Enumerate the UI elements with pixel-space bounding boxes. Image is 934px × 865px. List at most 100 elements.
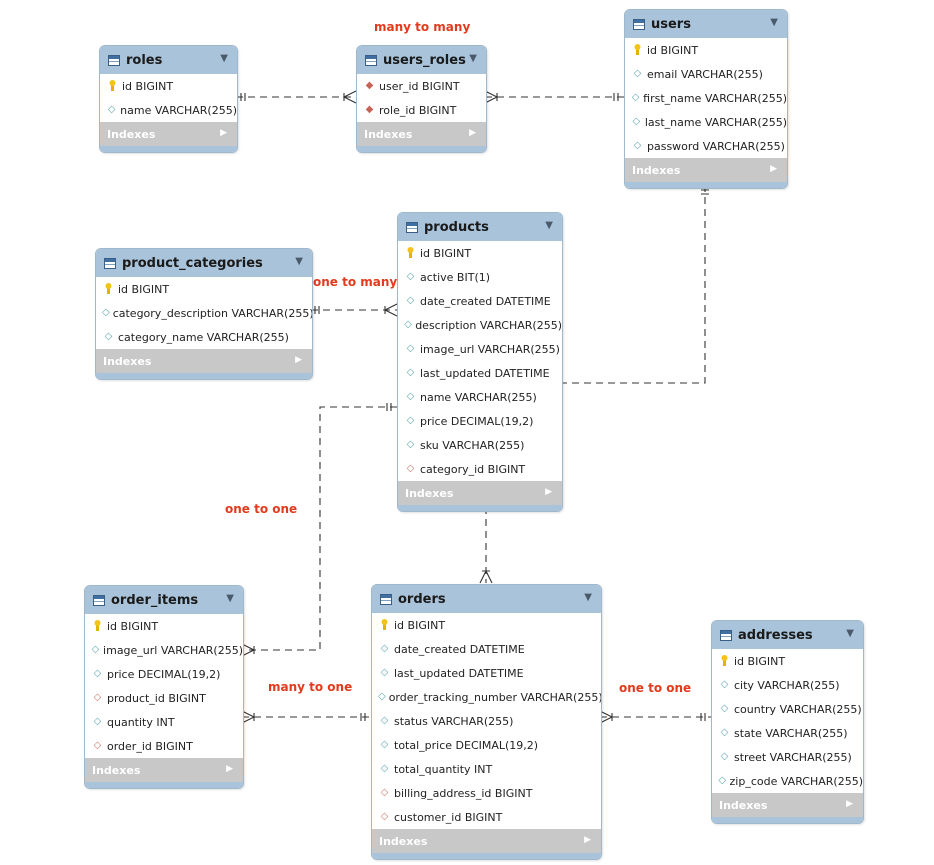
relation-roles-users-roles xyxy=(236,90,357,104)
column-row[interactable]: ◇street VARCHAR(255) xyxy=(712,745,863,769)
dropdown-triangle-icon[interactable]: ▼ xyxy=(469,53,477,64)
dropdown-triangle-icon[interactable]: ▼ xyxy=(584,592,592,603)
table-header[interactable]: users▼ xyxy=(625,10,787,38)
table-icon xyxy=(104,257,116,269)
column-text: description VARCHAR(255) xyxy=(415,318,562,332)
table-header[interactable]: roles▼ xyxy=(100,46,237,74)
table-product-categories[interactable]: product_categories▼id BIGINT◇category_de… xyxy=(95,248,313,380)
indexes-section[interactable]: Indexes▶ xyxy=(398,481,562,505)
table-header[interactable]: orders ▼ xyxy=(372,585,601,613)
column-row[interactable]: ◇customer_id BIGINT xyxy=(372,805,601,829)
column-row[interactable]: ◇image_url VARCHAR(255) xyxy=(85,638,243,662)
column-row[interactable]: ◇last_name VARCHAR(255) xyxy=(625,110,787,134)
indexes-section[interactable]: Indexes▶ xyxy=(85,758,243,782)
indexes-label: Indexes xyxy=(107,127,156,141)
column-text: date_created DATETIME xyxy=(394,642,525,656)
table-users-roles[interactable]: users_roles▼◆user_id BIGINT◆role_id BIGI… xyxy=(356,45,487,153)
column-row[interactable]: ◇status VARCHAR(255) xyxy=(372,709,601,733)
column-row[interactable]: id BIGINT xyxy=(100,74,237,98)
table-header[interactable]: addresses▼ xyxy=(712,621,863,649)
column-row[interactable]: ◇total_quantity INT xyxy=(372,757,601,781)
column-row[interactable]: ◇price DECIMAL(19,2) xyxy=(85,662,243,686)
column-row[interactable]: ◇email VARCHAR(255) xyxy=(625,62,787,86)
field-icon: ◇ xyxy=(406,439,415,450)
dropdown-triangle-icon[interactable]: ▼ xyxy=(226,593,234,604)
column-row[interactable]: ◇sku VARCHAR(255) xyxy=(398,433,562,457)
column-row[interactable]: ◇product_id BIGINT xyxy=(85,686,243,710)
column-row[interactable]: ◇price DECIMAL(19,2) xyxy=(398,409,562,433)
indexes-section[interactable]: Indexes▶ xyxy=(372,829,601,853)
column-row[interactable]: ◇order_id BIGINT xyxy=(85,734,243,758)
column-row[interactable]: ◇date_created DATETIME xyxy=(372,637,601,661)
expand-arrow-icon[interactable]: ▶ xyxy=(295,355,302,365)
column-row[interactable]: ◇password VARCHAR(255) xyxy=(625,134,787,158)
field-icon: ◇ xyxy=(406,271,415,282)
expand-arrow-icon[interactable]: ▶ xyxy=(545,487,552,497)
table-products[interactable]: products▼id BIGINT◇active BIT(1)◇date_cr… xyxy=(397,212,563,512)
indexes-section[interactable]: Indexes▶ xyxy=(96,349,312,373)
column-row[interactable]: ◇description VARCHAR(255) xyxy=(398,313,562,337)
expand-arrow-icon[interactable]: ▶ xyxy=(770,164,777,174)
column-row[interactable]: ◇last_updated DATETIME xyxy=(398,361,562,385)
column-text: email VARCHAR(255) xyxy=(647,67,763,81)
expand-arrow-icon[interactable]: ▶ xyxy=(846,799,853,809)
column-row[interactable]: ◇name VARCHAR(255) xyxy=(100,98,237,122)
table-header[interactable]: users_roles▼ xyxy=(357,46,486,74)
column-row[interactable]: ◇image_url VARCHAR(255) xyxy=(398,337,562,361)
table-orders[interactable]: orders ▼ id BIGINT◇date_created DATETIME◇l… xyxy=(371,584,602,860)
column-row[interactable]: ◇name VARCHAR(255) xyxy=(398,385,562,409)
column-row[interactable]: id BIGINT xyxy=(96,277,312,301)
column-row[interactable]: id BIGINT xyxy=(85,614,243,638)
column-row[interactable]: ◇city VARCHAR(255) xyxy=(712,673,863,697)
table-users[interactable]: users▼id BIGINT◇email VARCHAR(255)◇first… xyxy=(624,9,788,189)
column-row[interactable]: ◇active BIT(1) xyxy=(398,265,562,289)
indexes-section[interactable]: Indexes ▶ xyxy=(100,122,237,146)
column-row[interactable]: ◇order_tracking_number VARCHAR(255) xyxy=(372,685,601,709)
expand-arrow-icon[interactable]: ▶ xyxy=(584,835,591,845)
expand-arrow-icon[interactable]: ▶ xyxy=(226,764,233,774)
table-header[interactable]: product_categories▼ xyxy=(96,249,312,277)
dropdown-triangle-icon[interactable]: ▼ xyxy=(545,220,553,231)
column-row[interactable]: ◇total_price DECIMAL(19,2) xyxy=(372,733,601,757)
column-row[interactable]: ◇first_name VARCHAR(255) xyxy=(625,86,787,110)
column-row[interactable]: id BIGINT xyxy=(372,613,601,637)
indexes-section[interactable]: Indexes▶ xyxy=(357,122,486,146)
column-row[interactable]: ◇last_updated DATETIME xyxy=(372,661,601,685)
indexes-section[interactable]: Indexes▶ xyxy=(712,793,863,817)
column-text: customer_id BIGINT xyxy=(394,810,503,824)
dropdown-triangle-icon[interactable]: ▼ xyxy=(770,17,778,28)
column-text: category_description VARCHAR(255) xyxy=(112,306,313,320)
table-footer xyxy=(398,505,562,511)
indexes-section[interactable]: Indexes▶ xyxy=(625,158,787,182)
expand-arrow-icon[interactable]: ▶ xyxy=(469,128,476,138)
expand-arrow-icon[interactable]: ▶ xyxy=(220,128,227,138)
column-row[interactable]: ◇state VARCHAR(255) xyxy=(712,721,863,745)
column-row[interactable]: ◆user_id BIGINT xyxy=(357,74,486,98)
dropdown-triangle-icon[interactable]: ▼ xyxy=(295,256,303,267)
table-header[interactable]: products▼ xyxy=(398,213,562,241)
column-row[interactable]: ◇billing_address_id BIGINT xyxy=(372,781,601,805)
column-text: price DECIMAL(19,2) xyxy=(107,667,221,681)
column-row[interactable]: ◇category_description VARCHAR(255) xyxy=(96,301,312,325)
column-row[interactable]: ◇category_id BIGINT xyxy=(398,457,562,481)
table-header[interactable]: order_items▼ xyxy=(85,586,243,614)
dropdown-triangle-icon[interactable]: ▼ xyxy=(220,53,228,64)
column-text: last_name VARCHAR(255) xyxy=(644,115,787,129)
column-row[interactable]: ◇quantity INT xyxy=(85,710,243,734)
column-row[interactable]: id BIGINT xyxy=(712,649,863,673)
column-row[interactable]: ◇country VARCHAR(255) xyxy=(712,697,863,721)
field-icon: ◇ xyxy=(404,319,412,330)
column-row[interactable]: id BIGINT xyxy=(625,38,787,62)
table-roles[interactable]: roles▼id BIGINT◇name VARCHAR(255)Indexes… xyxy=(99,45,238,153)
table-addresses[interactable]: addresses▼id BIGINT◇city VARCHAR(255)◇co… xyxy=(711,620,864,824)
relation-users-roles-users xyxy=(484,90,624,104)
table-name: orders xyxy=(398,591,446,607)
column-row[interactable]: id BIGINT xyxy=(398,241,562,265)
label-one-to-one-products-order-items: one to one xyxy=(225,502,298,516)
dropdown-triangle-icon[interactable]: ▼ xyxy=(846,628,854,639)
table-order-items[interactable]: order_items▼id BIGINT◇image_url VARCHAR(… xyxy=(84,585,244,789)
column-row[interactable]: ◇date_created DATETIME xyxy=(398,289,562,313)
column-row[interactable]: ◇category_name VARCHAR(255) xyxy=(96,325,312,349)
column-row[interactable]: ◇zip_code VARCHAR(255) xyxy=(712,769,863,793)
column-row[interactable]: ◆role_id BIGINT xyxy=(357,98,486,122)
